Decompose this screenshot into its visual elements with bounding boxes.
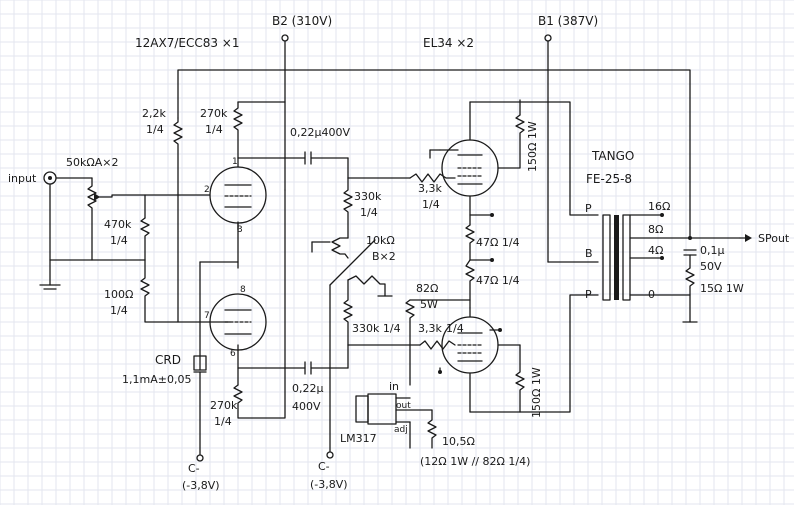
r-10-5-note: (12Ω 1W // 82Ω 1/4) <box>420 455 530 468</box>
spout-label: SPout <box>758 232 790 245</box>
r-2k2-label: 2,2k <box>142 107 166 120</box>
reg-label: LM317 <box>340 432 377 445</box>
tap-p-bot: P <box>585 288 592 301</box>
r-330k-top-label: 330k <box>354 190 382 203</box>
wiring <box>39 34 752 462</box>
pin-1: 1 <box>232 157 238 167</box>
r-3k3-bot-watt: 1/4 <box>446 322 464 335</box>
driver-tube-label: 12AX7/ECC83 ×1 <box>135 36 240 50</box>
tap-16: 16Ω <box>648 200 670 213</box>
c-top-label: 0,22μ400V <box>290 126 350 139</box>
reg-adj-label: adj <box>394 425 408 435</box>
12ax7-lower-triode <box>209 293 267 351</box>
crd-value: 1,1mA±0,05 <box>122 373 191 386</box>
b2-label: B2 (310V) <box>272 14 332 28</box>
c-minus-left-label: C- <box>188 462 200 475</box>
r-47a-label: 47Ω 1/4 <box>476 236 520 249</box>
r-82-watt: 5W <box>420 298 438 311</box>
r-3k3-top-label: 3,3k <box>418 182 442 195</box>
r-270k-bot-label: 270k <box>210 399 238 412</box>
r-82-label: 82Ω <box>416 282 438 295</box>
tap-8: 8Ω <box>648 223 663 236</box>
r-10-5-label: 10,5Ω <box>442 435 475 448</box>
reg-out-label: out <box>396 401 411 411</box>
reg-in-label: in <box>389 380 399 393</box>
pin-6: 6 <box>230 349 236 359</box>
c-bot-volt: 400V <box>292 400 321 413</box>
transformer-primary <box>602 214 611 301</box>
b2-terminal <box>281 34 289 42</box>
input-label: input <box>8 172 37 185</box>
out-cap-label: 0,1μ <box>700 244 725 257</box>
pin-8: 8 <box>240 285 246 295</box>
input-pot-label: 50kΩA×2 <box>66 156 119 169</box>
out-cap-volt: 50V <box>700 260 722 273</box>
transformer-brand: TANGO <box>591 149 634 163</box>
pin-7: 7 <box>204 311 210 321</box>
r-470k-label: 470k <box>104 218 132 231</box>
c-minus-left-terminal <box>196 454 204 462</box>
r-330k-bot-label: 330k 1/4 <box>352 322 401 335</box>
r-47b-label: 47Ω 1/4 <box>476 274 520 287</box>
r-470k-watt: 1/4 <box>110 234 128 247</box>
output-tube-label: EL34 ×2 <box>423 36 474 50</box>
c-minus-mid-volt: (-3,8V) <box>310 478 348 491</box>
out-res-label: 15Ω 1W <box>700 282 744 295</box>
r-150-top-label: 150Ω 1W <box>526 121 539 172</box>
tap-0: 0 <box>648 288 655 301</box>
tap-b: B <box>585 247 593 260</box>
r-100-label: 100Ω <box>104 288 133 301</box>
crd-label: CRD <box>155 353 181 367</box>
r-100-watt: 1/4 <box>110 304 128 317</box>
c-bot-label: 0,22μ <box>292 382 324 395</box>
r-270k-top-watt: 1/4 <box>205 123 223 136</box>
c-minus-mid-terminal <box>326 451 334 459</box>
tap-4: 4Ω <box>648 244 663 257</box>
bias-pot-count: B×2 <box>372 250 396 263</box>
tap-p-top: P <box>585 202 592 215</box>
bias-pot-label: 10kΩ <box>366 234 395 247</box>
r-3k3-top-watt: 1/4 <box>422 198 440 211</box>
r-150-bot-label: 150Ω 1W <box>530 367 543 418</box>
r-270k-top-label: 270k <box>200 107 228 120</box>
r-330k-top-watt: 1/4 <box>360 206 378 219</box>
r-3k3-bot-label: 3,3k <box>418 322 442 335</box>
transformer-secondary <box>622 214 631 301</box>
pin-2: 2 <box>204 185 210 195</box>
b1-label: B1 (387V) <box>538 14 598 28</box>
c-minus-mid-label: C- <box>318 460 330 473</box>
c-minus-left-volt: (-3,8V) <box>182 479 220 492</box>
r-270k-bot-watt: 1/4 <box>214 415 232 428</box>
r-2k2-watt: 1/4 <box>146 123 164 136</box>
transformer-model: FE-25-8 <box>586 172 632 186</box>
pin-3: 3 <box>237 225 243 235</box>
